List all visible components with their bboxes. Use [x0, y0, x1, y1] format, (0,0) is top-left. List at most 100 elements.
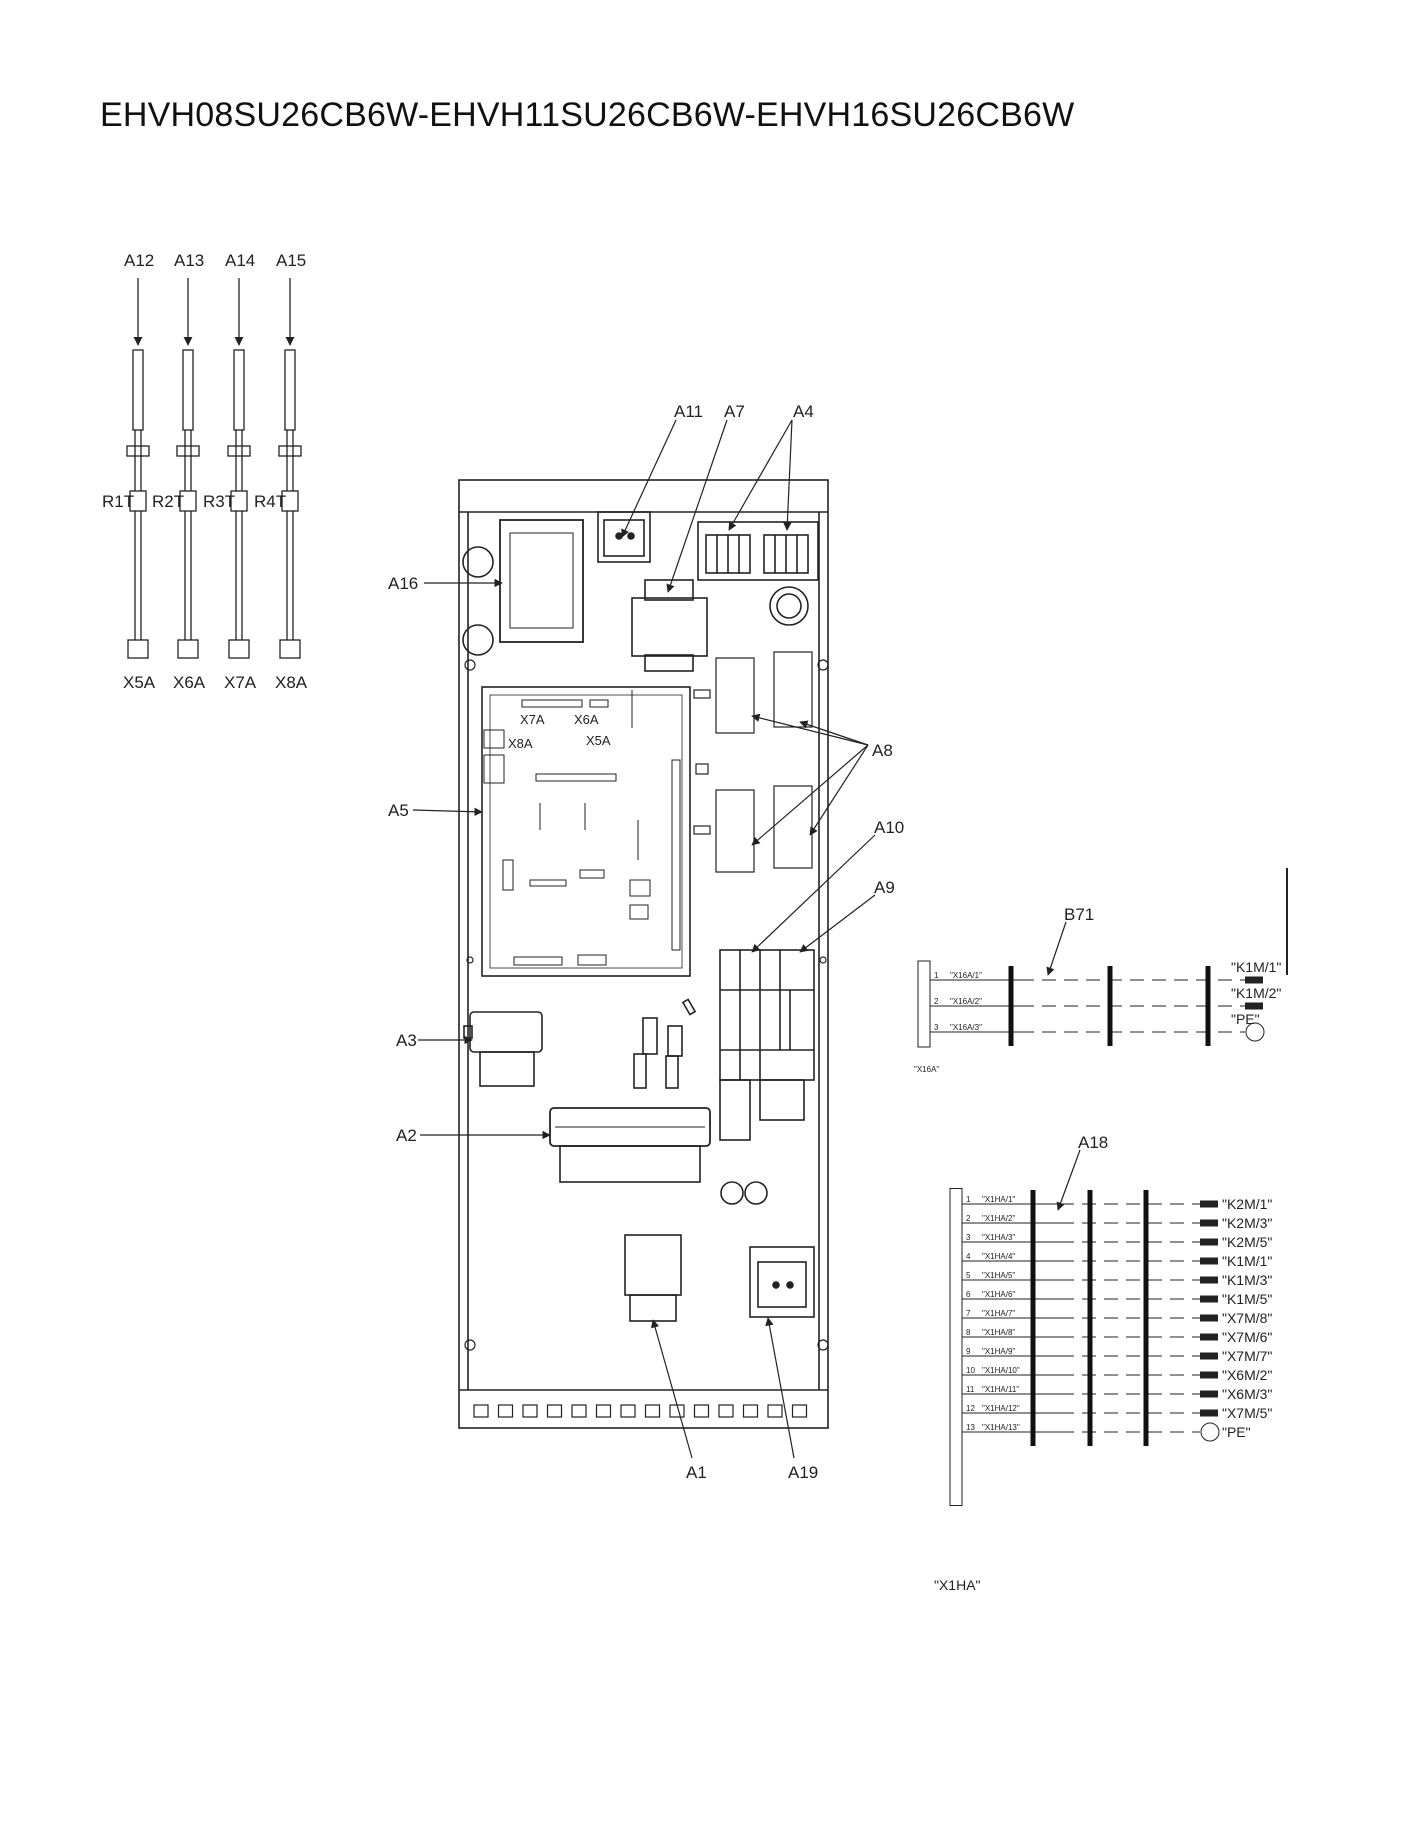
- sensor-conn-label: X5A: [123, 673, 156, 692]
- pin-number: 8: [966, 1328, 971, 1337]
- terminal-lug: [1200, 1333, 1218, 1341]
- wire-tag: "X16A/1": [950, 971, 982, 980]
- wire-tag: "X1HA/3": [982, 1233, 1015, 1242]
- pin-number: 10: [966, 1366, 975, 1375]
- terminal-lug: [1245, 976, 1263, 984]
- pin-number: 2: [966, 1214, 971, 1223]
- sensor-resistor: [230, 490, 248, 512]
- pcb-connector-labels: X7A X6A X8A X5A: [508, 712, 611, 751]
- sensor-top-label: A13: [174, 251, 204, 270]
- wire-end-label: "X7M/6": [1222, 1329, 1272, 1345]
- wire-tag: "X1HA/9": [982, 1347, 1015, 1356]
- pin-number: 13: [966, 1423, 975, 1432]
- sensor-resistor: [179, 490, 197, 512]
- pin-number: 11: [966, 1385, 975, 1394]
- wire-tag: "X1HA/5": [982, 1271, 1015, 1280]
- cable-gland: [791, 1404, 808, 1418]
- callout-a3: A3: [396, 1031, 417, 1050]
- pin-number: 3: [966, 1233, 971, 1242]
- wire-end-label: "K1M/1": [1222, 1253, 1272, 1269]
- wire-end-label: "X7M/5": [1222, 1405, 1272, 1421]
- sensor-res-label: R2T: [152, 492, 184, 511]
- wire-end-label: "X6M/2": [1222, 1367, 1272, 1383]
- pin-number: 6: [966, 1290, 971, 1299]
- cable-gland: [767, 1404, 783, 1418]
- callout-a7: A7: [724, 402, 745, 421]
- callout-a2: A2: [396, 1126, 417, 1145]
- sensor-probe: [132, 349, 144, 431]
- wire-tag: "X1HA/8": [982, 1328, 1015, 1337]
- callout-a5: A5: [388, 801, 409, 820]
- pin-number: 1: [966, 1195, 971, 1204]
- wire-end-label: "K2M/5": [1222, 1234, 1272, 1250]
- terminal-lug: [1200, 1409, 1218, 1417]
- terminal-lug: [1200, 1352, 1218, 1360]
- terminal-lug: [1200, 1371, 1218, 1379]
- callout-a8: A8: [872, 741, 893, 760]
- wire-end-label: "PE": [1222, 1424, 1251, 1440]
- sensor-connector: [127, 639, 149, 659]
- wire-end-label: "K2M/1": [1222, 1196, 1272, 1212]
- terminal-lug: [1200, 1257, 1218, 1265]
- pcb-label-x7a: X7A: [520, 712, 545, 727]
- callout-a16: A16: [388, 574, 418, 593]
- sensor-probe: [233, 349, 245, 431]
- b71-harness: 1"X16A/1""K1M/1"2"X16A/2""K1M/2"3"X16A/3…: [914, 959, 1281, 1074]
- harness-connector-label: "X16A": [914, 1065, 939, 1074]
- terminal-lug: [1200, 1238, 1218, 1246]
- sensor-res-label: R4T: [254, 492, 286, 511]
- pin-number: 1: [934, 971, 939, 980]
- callout-a1: A1: [686, 1463, 707, 1482]
- pcb-label-x5a: X5A: [586, 733, 611, 748]
- sensor-clip: [278, 445, 302, 457]
- wire-tag: "X16A/2": [950, 997, 982, 1006]
- callout-a18: A18: [1078, 1133, 1108, 1152]
- sensor-top-label: A14: [225, 251, 255, 270]
- sensor-conn-label: X8A: [275, 673, 308, 692]
- callout-a10: A10: [874, 818, 904, 837]
- terminal-lug: [1200, 1200, 1218, 1208]
- wire-end-label: "K1M/1": [1231, 959, 1281, 975]
- sensor-top-label: A12: [124, 251, 154, 270]
- pcb-label-x8a: X8A: [508, 736, 533, 751]
- wire-tag: "X1HA/6": [982, 1290, 1015, 1299]
- page-title: EHVH08SU26CB6W-EHVH11SU26CB6W-EHVH16SU26…: [100, 96, 1075, 134]
- wire-end-label: "K1M/3": [1222, 1272, 1272, 1288]
- cable-gland: [693, 1404, 710, 1418]
- wire-tag: "X1HA/7": [982, 1309, 1015, 1318]
- sensor-resistor: [129, 490, 147, 512]
- ring-terminal: [1245, 1022, 1265, 1042]
- wire-end-label: "K2M/3": [1222, 1215, 1272, 1231]
- sensor-connector: [279, 639, 301, 659]
- switch-box: [458, 479, 829, 1429]
- sensor-clip: [227, 445, 251, 457]
- harness-connector-label: "X1HA": [934, 1577, 981, 1593]
- harness-connector: [949, 1188, 963, 1506]
- sensor-clip: [176, 445, 200, 457]
- terminal-lug: [1245, 1002, 1263, 1010]
- sensor-conn-label: X7A: [224, 673, 257, 692]
- cable-gland: [644, 1404, 661, 1418]
- pin-number: 4: [966, 1252, 971, 1261]
- wire-tag: "X1HA/1": [982, 1195, 1015, 1204]
- callout-a19: A19: [788, 1463, 818, 1482]
- cable-gland: [571, 1404, 587, 1418]
- sensor-connector: [228, 639, 250, 659]
- wire-end-label: "K1M/2": [1231, 985, 1281, 1001]
- pin-number: 7: [966, 1309, 971, 1318]
- sensor-clip: [126, 445, 150, 457]
- pin-number: 9: [966, 1347, 971, 1356]
- terminal-lug: [1200, 1314, 1218, 1322]
- callout-b71: B71: [1064, 905, 1094, 924]
- sensor-probe: [284, 349, 296, 431]
- wire-tag: "X1HA/10": [982, 1366, 1020, 1375]
- callout-a4: A4: [793, 402, 814, 421]
- sensor-conn-label: X6A: [173, 673, 206, 692]
- a18-harness: 1"X1HA/1""K2M/1"2"X1HA/2""K2M/3"3"X1HA/3…: [934, 1188, 1272, 1593]
- callout-a9: A9: [874, 878, 895, 897]
